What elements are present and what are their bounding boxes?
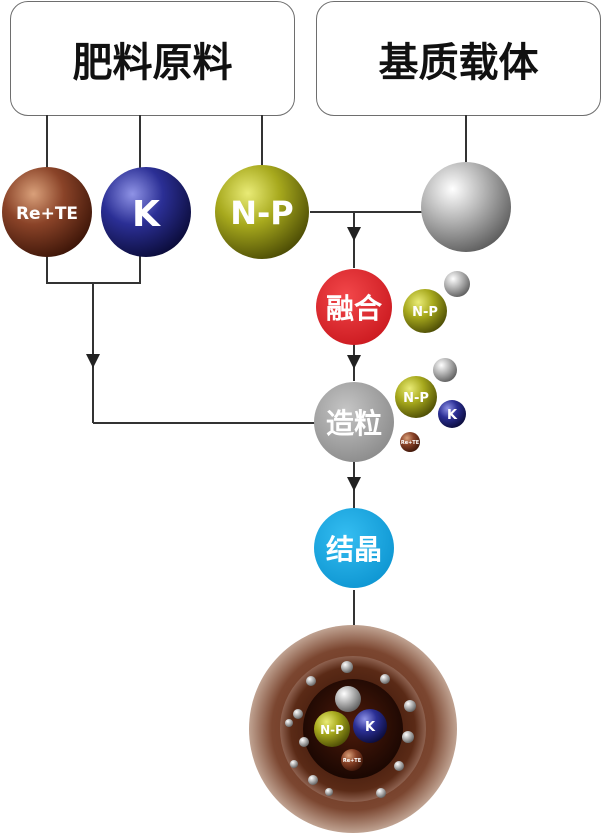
final-granule: N-P K Re+TE	[249, 625, 457, 833]
granulation-np-label: N-P	[403, 391, 429, 406]
fusion-matrix-ball	[444, 271, 470, 297]
matrix-carrier-label: 基质载体	[378, 39, 539, 86]
arrowheads	[86, 227, 361, 491]
fertilizer-raw-material-label: 肥料原料	[72, 39, 233, 86]
granule-np-label: N-P	[320, 723, 344, 737]
crystallization-step: 结晶	[314, 508, 394, 588]
granulation-re-te-label: Re+TE	[401, 440, 420, 446]
k-label: K	[132, 194, 161, 235]
fusion-np-ball: N-P	[403, 289, 447, 333]
granule-k-label: K	[365, 720, 376, 735]
granule-matrix-ball	[335, 686, 361, 712]
granulation-step: 造粒	[314, 382, 394, 462]
fusion-step: 融合	[316, 269, 392, 345]
granulation-matrix-ball	[433, 358, 457, 382]
k-ball: K	[101, 167, 191, 257]
np-label: N-P	[230, 194, 294, 232]
connector-lines	[46, 115, 467, 625]
re-te-label: Re+TE	[16, 204, 78, 224]
granule-k-ball: K	[353, 709, 387, 743]
granule-pores	[285, 661, 416, 798]
granule-re-te-ball: Re+TE	[341, 749, 363, 771]
matrix-carrier-ball	[421, 162, 511, 252]
np-ball: N-P	[215, 165, 309, 259]
granulation-np-ball: N-P	[395, 376, 437, 418]
crystallization-label: 结晶	[326, 533, 382, 566]
granule-re-te-label: Re+TE	[343, 758, 362, 764]
matrix-carrier-box: 基质载体	[316, 1, 601, 116]
granulation-k-ball: K	[438, 400, 466, 428]
granulation-label: 造粒	[326, 407, 382, 440]
re-te-ball: Re+TE	[2, 167, 92, 257]
fusion-np-label: N-P	[412, 305, 438, 320]
fusion-label: 融合	[326, 292, 383, 325]
granule-np-ball: N-P	[314, 711, 350, 747]
fertilizer-raw-material-box: 肥料原料	[10, 1, 295, 116]
granulation-k-label: K	[447, 408, 458, 423]
granulation-re-te-ball: Re+TE	[400, 432, 420, 452]
